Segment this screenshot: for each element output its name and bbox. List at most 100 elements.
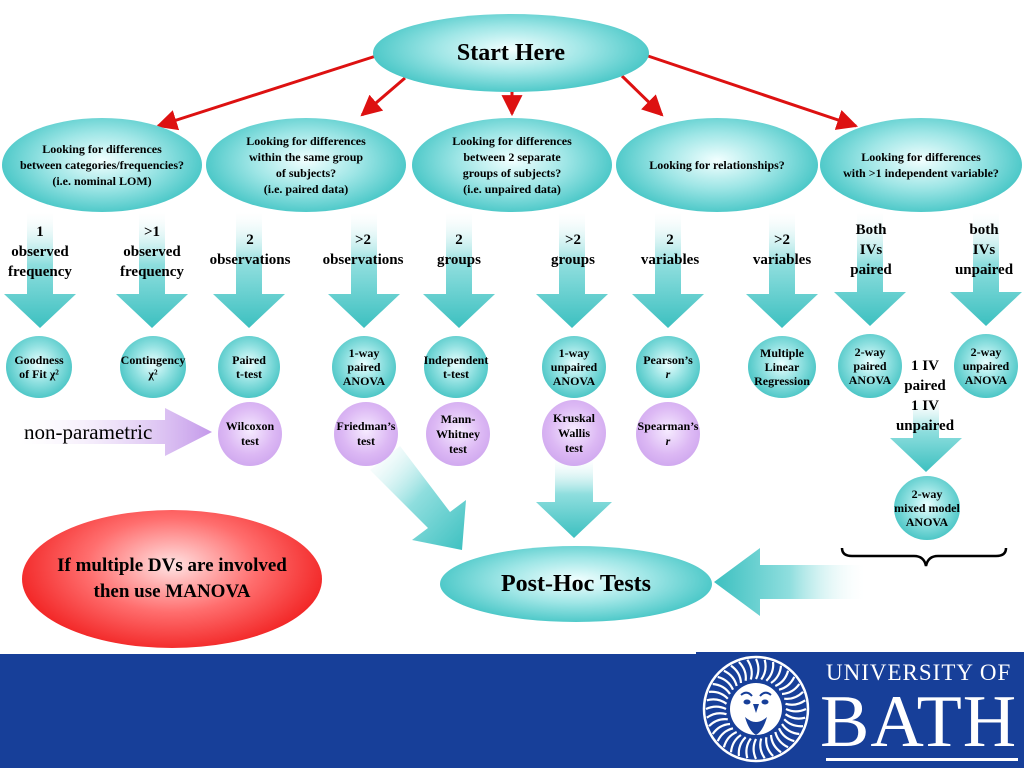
branch-arrow [4,212,76,328]
branch-arrow [834,212,906,326]
question-categories: Looking for differences between categori… [2,118,202,212]
question-unpaired: Looking for differences between 2 separa… [412,118,612,212]
seal-ray [781,723,800,736]
branch-arrow [950,212,1022,326]
start-connectors [156,54,858,131]
branch-arrow [746,212,818,328]
question-paired: Looking for differences within the same … [206,118,406,212]
seal-ray [746,659,753,680]
seal-ray [754,658,760,680]
connector-arrow [620,74,664,117]
university-name-bath: BATH [820,681,1018,763]
connector-arrow [647,54,858,130]
seal-ray [729,734,742,753]
posthoc-arrow-down [536,458,612,538]
posthoc-arrow-diagonal [370,446,466,550]
seal-ray [706,712,727,719]
seal-ray [708,690,729,700]
branch-arrow [423,212,495,328]
seal-ray [778,676,796,691]
seal-ray [722,730,738,748]
seal-ring [702,655,810,763]
branch-arrow [213,212,285,328]
nonparametric-arrow [20,408,212,456]
seal-ray [765,661,775,682]
seal-ray [784,713,806,720]
seal-ray [759,738,766,759]
connector-arrow [156,54,377,131]
nonparametric-label: non-parametric [24,420,153,444]
seal-ray [708,718,728,727]
seal-ray [752,738,758,760]
seal-ray [716,727,734,742]
posthoc-node: Post-Hoc Tests [440,546,712,622]
seal-ray [745,737,752,759]
seal-ray [785,699,806,706]
seal-ray [717,675,735,691]
seal-ray [706,698,728,705]
branch-arrow [116,212,188,328]
university-name-line1: UNIVERSITY OF [826,660,1012,685]
seal-ray [765,737,774,757]
seal-ray [770,665,783,684]
seal-ray [730,664,743,684]
seal-ray [711,722,731,735]
seal-ray [783,718,804,728]
question-multiple-iv: Looking for differences with >1 independ… [820,118,1022,212]
question-relationships: Looking for relationships? [616,118,818,212]
branch-arrow [632,212,704,328]
seal-ray [769,734,782,754]
branch-arrow [890,398,962,472]
connector-arrow [360,76,406,117]
posthoc-arrow-left [714,548,865,616]
start-node: Start Here [373,14,649,92]
seal-ray [760,659,767,681]
anova-bracket [840,547,1008,567]
seal-ray [777,727,795,743]
branch-arrows [4,212,1022,472]
branch-arrow [328,212,400,328]
university-seal-icon [702,655,810,763]
seal-ray [781,683,801,696]
seal-ray [774,670,790,688]
seal-ray [723,669,738,687]
seal-ray [737,736,747,757]
seal-ray [774,731,789,749]
seal-ray [712,682,731,695]
seal-ray [784,691,804,700]
seal-ray [705,705,727,711]
branch-arrow [536,212,608,328]
logo-rule [826,758,1018,761]
seal-ray [738,661,747,681]
seal-ray [785,707,807,713]
